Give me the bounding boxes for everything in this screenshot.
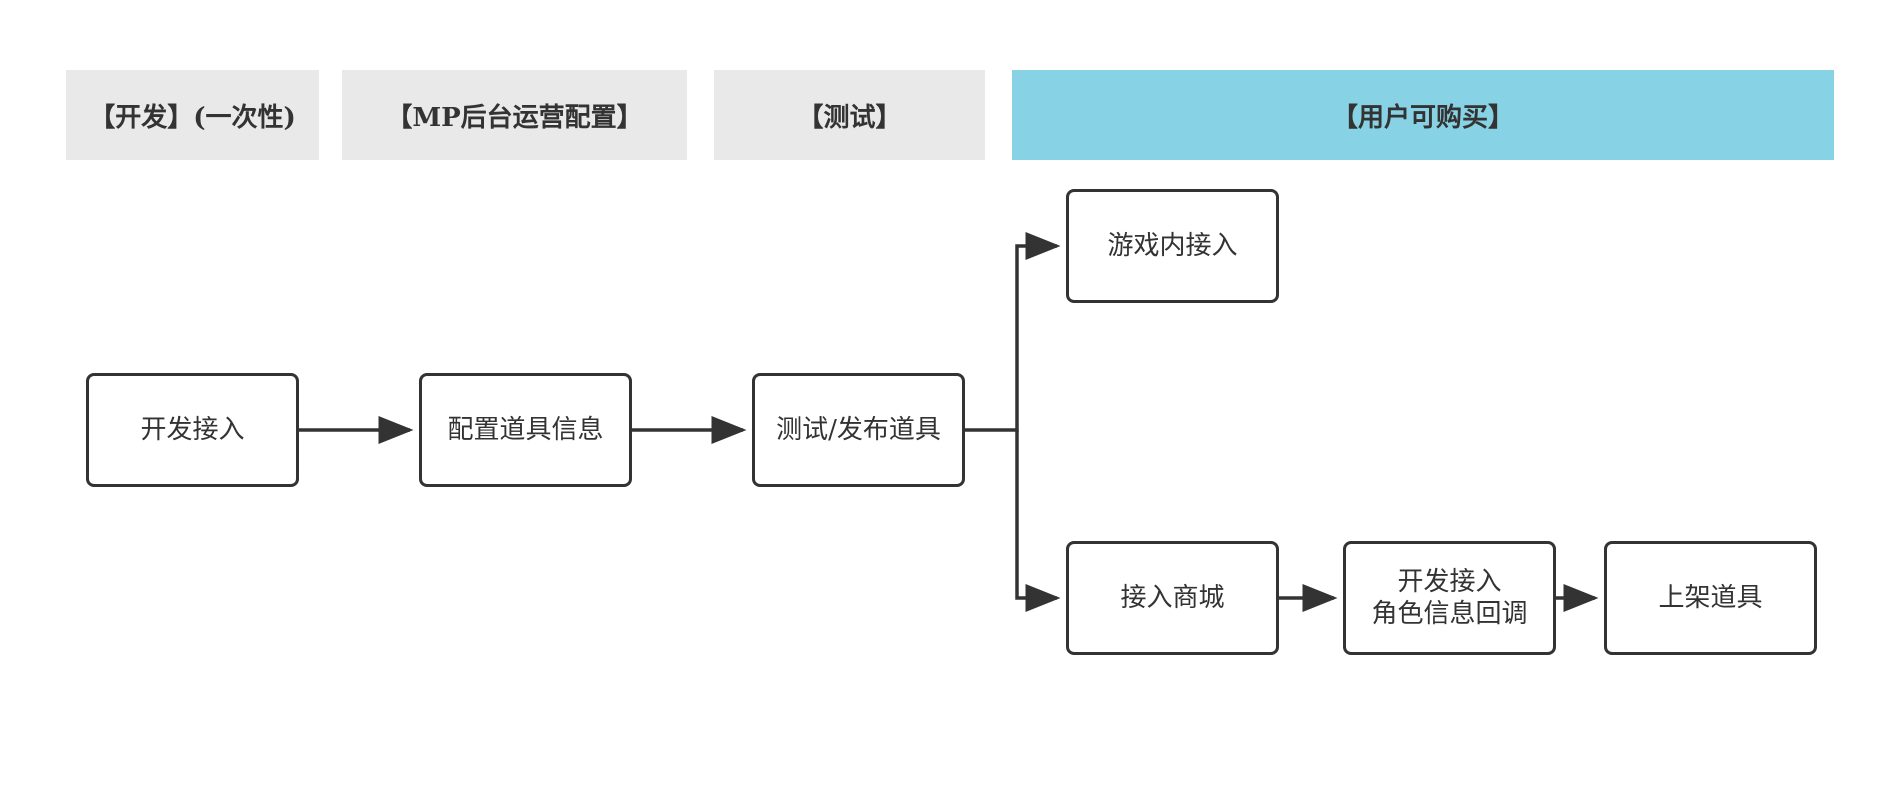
- node-label: 开发接入: [140, 415, 245, 445]
- node-test-publish: 测试/发布道具: [752, 373, 965, 487]
- edge-test-to-ingame: [965, 232, 1061, 432]
- node-in-game: 游戏内接入: [1066, 189, 1279, 303]
- node-dev-callback: 开发接入 角色信息回调: [1343, 541, 1556, 655]
- node-label-line2: 角色信息回调: [1371, 599, 1528, 629]
- node-dev-integrate: 开发接入: [86, 373, 299, 487]
- node-label-line1: 开发接入: [1397, 567, 1502, 597]
- phase-label: 【MP后台运营配置】: [386, 102, 643, 133]
- phase-label: 【用户可购买】: [1331, 102, 1514, 133]
- phase-label: 【开发】(一次性): [89, 102, 296, 133]
- phase-header-mp-config: 【MP后台运营配置】: [342, 70, 687, 160]
- node-mall: 接入商城: [1066, 541, 1279, 655]
- phase-header-testing: 【测试】: [714, 70, 985, 160]
- node-label: 测试/发布道具: [776, 415, 941, 445]
- node-config-items: 配置道具信息: [419, 373, 632, 487]
- phase-label: 【测试】: [797, 102, 902, 133]
- edge-test-to-mall: [1015, 430, 1061, 612]
- phase-header-user-purchase: 【用户可购买】: [1012, 70, 1834, 160]
- node-label: 游戏内接入: [1107, 231, 1238, 261]
- node-label: 接入商城: [1120, 583, 1225, 613]
- node-label: 配置道具信息: [447, 415, 604, 445]
- node-label: 上架道具: [1658, 583, 1763, 613]
- node-list-items: 上架道具: [1604, 541, 1817, 655]
- phase-header-development: 【开发】(一次性): [66, 70, 319, 160]
